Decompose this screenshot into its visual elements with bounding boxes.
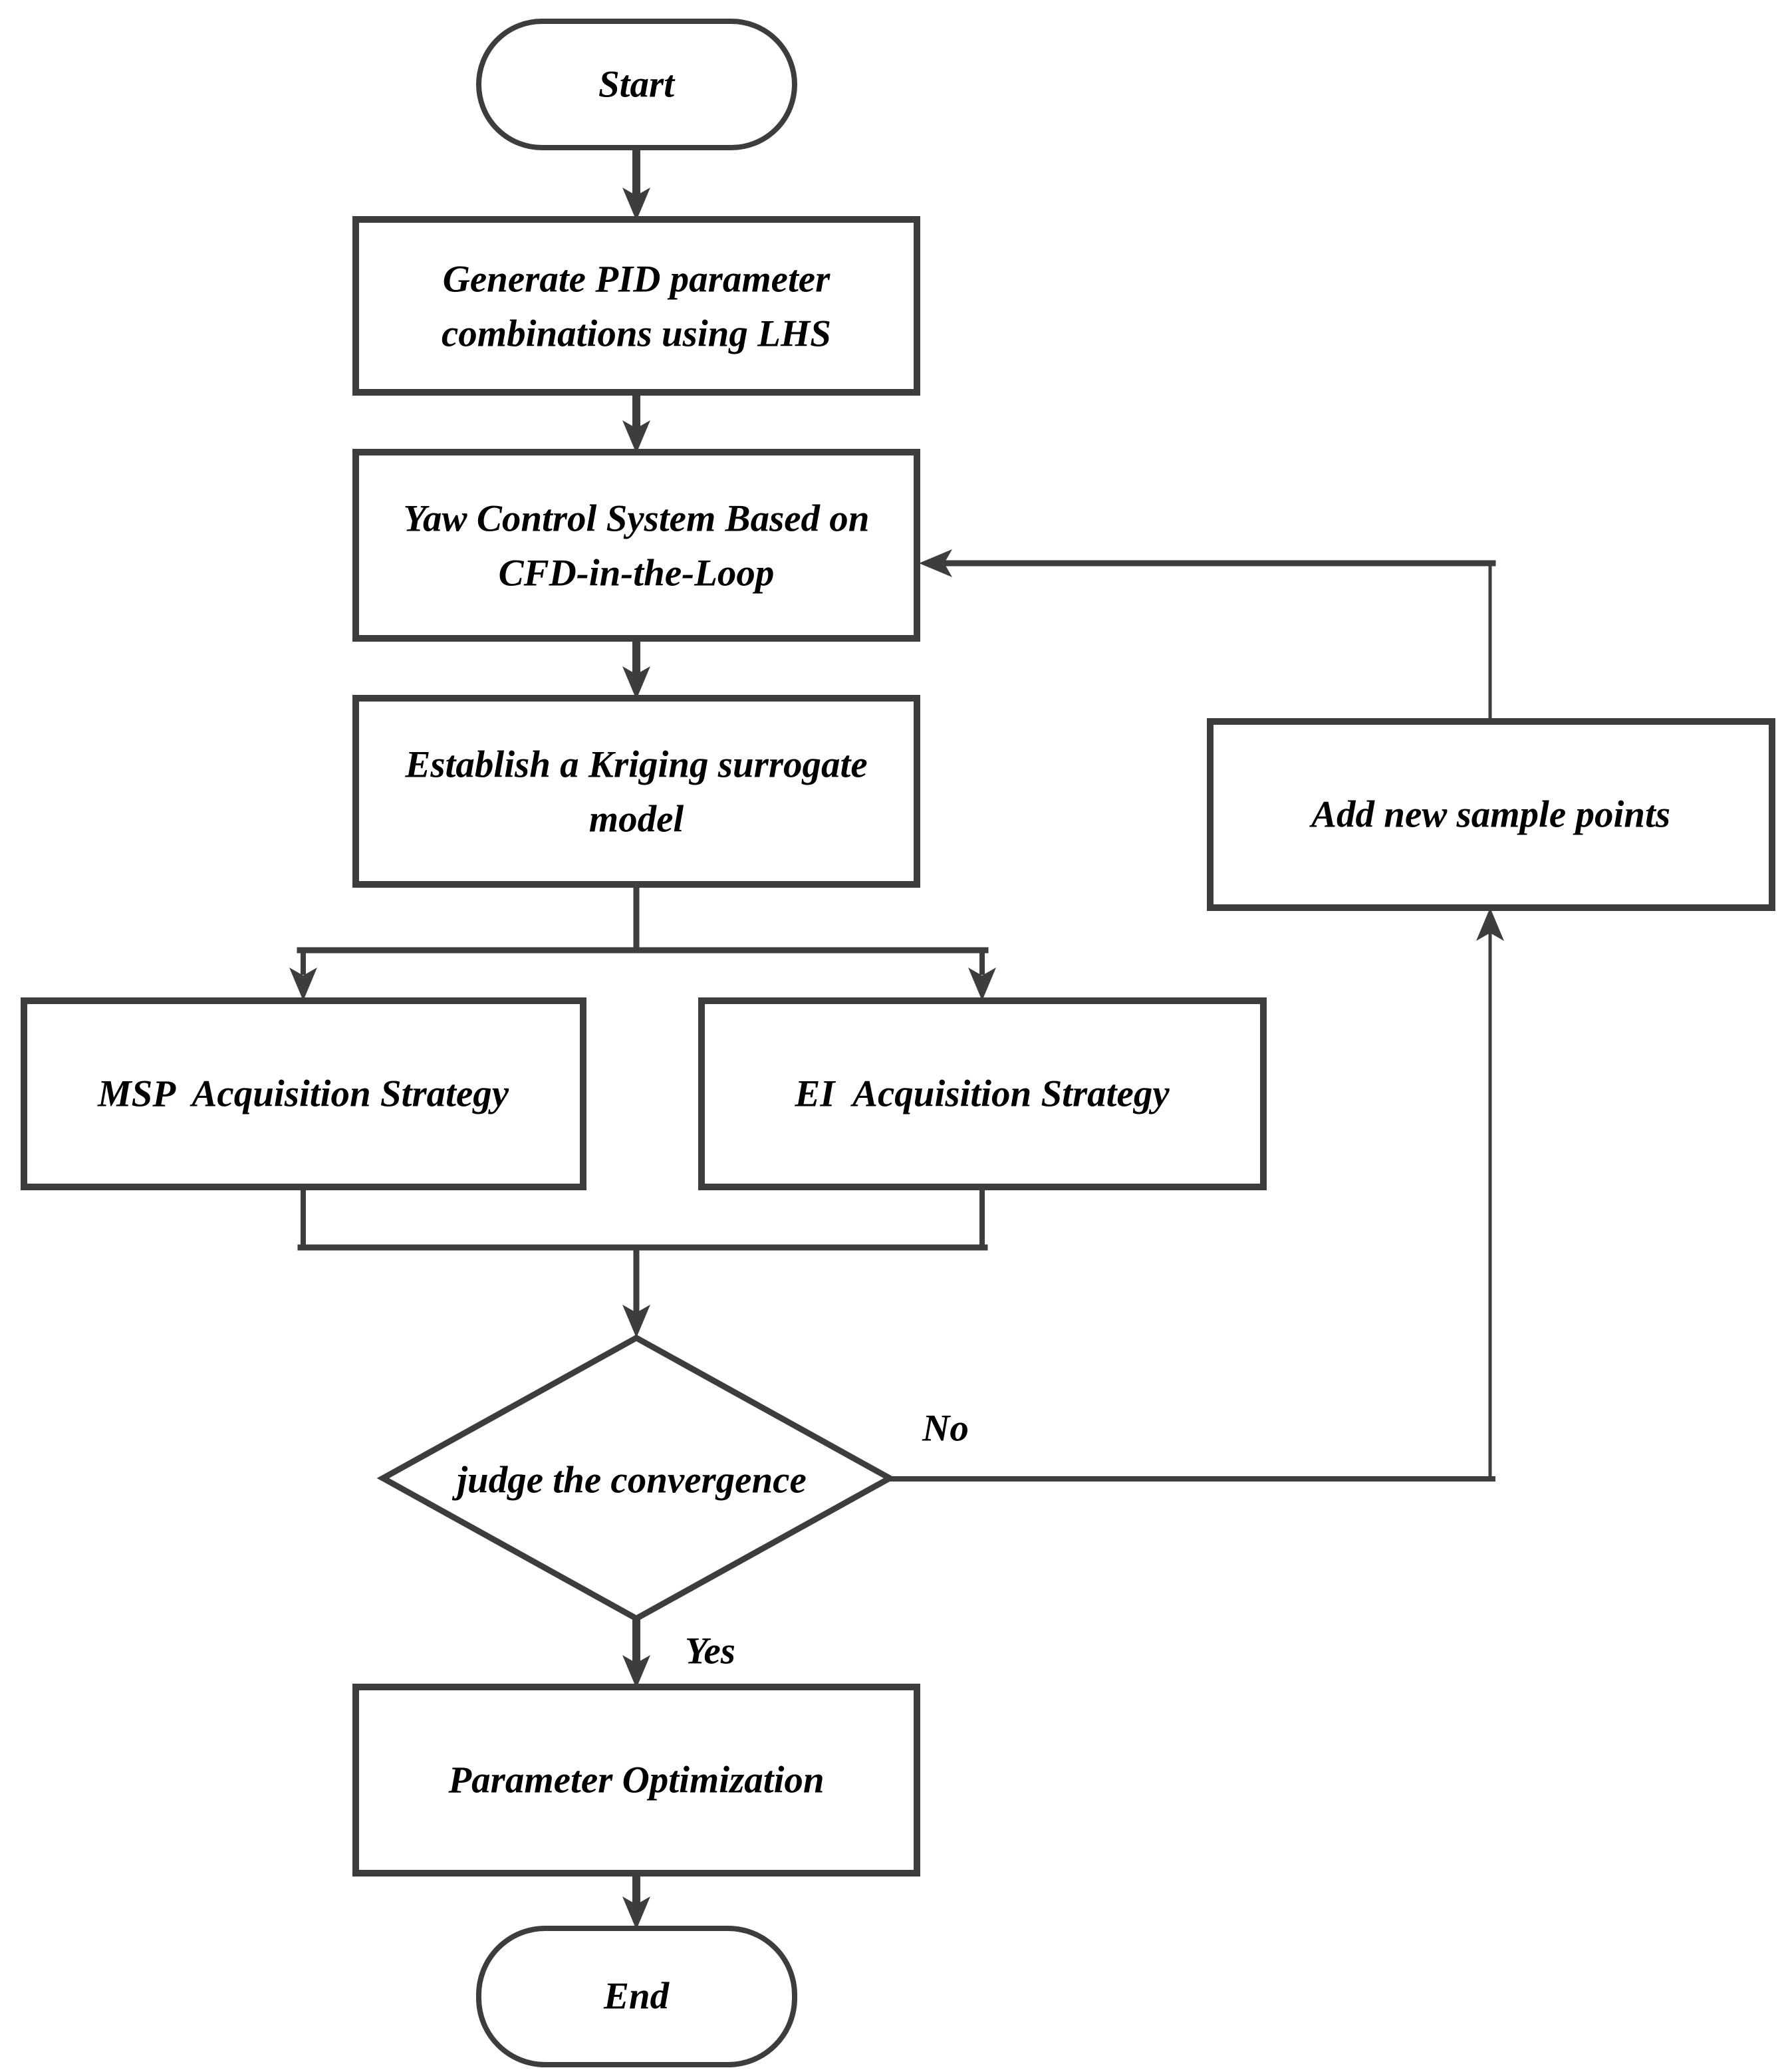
node-end-label: End xyxy=(603,1976,670,2017)
node-yaw-control: Yaw Control System Based on CFD-in-the-L… xyxy=(352,449,920,642)
arrowhead-left-yaw xyxy=(919,549,952,577)
arrowhead-down-param xyxy=(622,1655,650,1688)
node-yaw-control-line1: Yaw Control System Based on xyxy=(403,498,869,540)
node-parameter-optimization-label: Parameter Optimization xyxy=(448,1759,824,1801)
node-kriging-model-line1: Establish a Kriging surrogate xyxy=(404,744,867,786)
arrowhead-down-yaw xyxy=(622,420,650,453)
node-msp-strategy-label: MSP Acquisition Strategy xyxy=(97,1073,509,1115)
arrowhead-down-kriging xyxy=(622,666,650,700)
arrowhead-down-ei xyxy=(968,968,996,1001)
node-kriging-model: Establish a Kriging surrogate model xyxy=(352,695,920,888)
node-yaw-control-line2: CFD-in-the-Loop xyxy=(499,553,775,594)
node-judge-convergence: judge the convergence xyxy=(376,1334,896,1622)
node-judge-convergence-label: judge the convergence xyxy=(451,1460,807,1501)
edge-generate-to-yaw xyxy=(622,388,650,453)
node-add-sample-points-label: Add new sample points xyxy=(1309,794,1670,836)
node-generate-pid-line2: combinations using LHS xyxy=(442,313,831,355)
edge-start-to-generate xyxy=(622,144,650,221)
arrowhead-down-end xyxy=(622,1896,650,1930)
edge-kriging-split xyxy=(289,881,996,1001)
node-parameter-optimization: Parameter Optimization xyxy=(352,1684,920,1877)
node-add-sample-points: Add new sample points xyxy=(1207,718,1775,911)
node-start-label: Start xyxy=(598,64,676,106)
arrowhead-down-judge xyxy=(622,1305,650,1338)
node-ei-strategy-label: EI Acquisition Strategy xyxy=(794,1073,1170,1115)
arrowhead-down-generate xyxy=(622,188,650,221)
edge-param-to-end xyxy=(622,1869,650,1930)
arrowhead-down-msp xyxy=(289,968,317,1001)
node-kriging-model-line2: model xyxy=(589,799,684,841)
edge-merge-to-judge xyxy=(297,1184,988,1338)
yes-label: Yes xyxy=(685,1630,735,1672)
edge-yaw-to-kriging xyxy=(622,634,650,700)
edge-yes-to-param xyxy=(622,1615,650,1688)
no-label: No xyxy=(922,1408,969,1450)
edge-no-to-add xyxy=(887,908,1504,1482)
node-generate-pid: Generate PID parameter combinations usin… xyxy=(352,216,920,396)
node-start: Start xyxy=(476,19,797,150)
node-generate-pid-line1: Generate PID parameter xyxy=(443,259,831,301)
edge-add-to-yaw xyxy=(919,549,1496,723)
node-msp-strategy: MSP Acquisition Strategy xyxy=(21,997,586,1190)
node-ei-strategy: EI Acquisition Strategy xyxy=(698,997,1267,1190)
node-end: End xyxy=(476,1926,797,2067)
arrowhead-up-add xyxy=(1476,908,1504,941)
